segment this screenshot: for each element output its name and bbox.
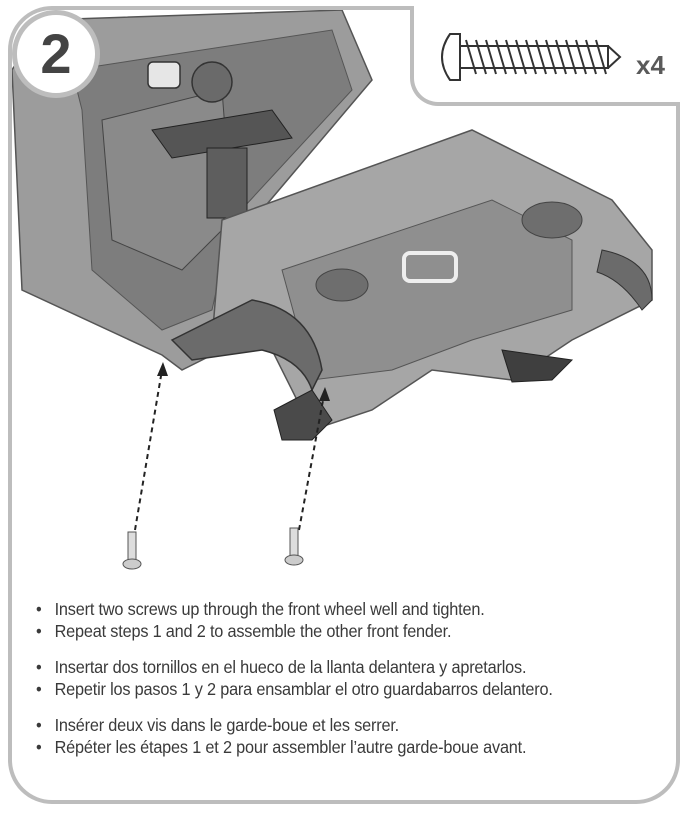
instructions-french: Insérer deux vis dans le garde-boue et l… [36,714,676,758]
right-arch [596,249,653,311]
motor-gear [191,61,233,103]
arrow-head-right [319,387,330,401]
list-item: Repetir los pasos 1 y 2 para ensamblar e… [36,678,631,700]
list-item: Répéter les étapes 1 et 2 pour assembler… [36,736,631,758]
screw-icon [441,33,622,81]
screw-path-arrow-right [298,394,325,531]
fender-assembly-illustration [12,10,653,570]
mounting-bracket [206,147,248,219]
instruction-text: Insert two screws up through the front w… [36,598,676,772]
dark-fender-arch [170,299,323,392]
list-item: Insérer deux vis dans le garde-boue et l… [36,714,631,736]
instructions-english: Insert two screws up through the front w… [36,598,676,642]
rear-bracket [501,349,574,383]
step-number-badge: 2 [12,10,100,98]
front-fender-inner [281,199,573,381]
motor-part [147,61,181,89]
handle-part [402,251,458,283]
list-item: Insertar dos tornillos en el hueco de la… [36,656,631,678]
mounting-plate [151,109,293,159]
fender-bracket [273,389,333,441]
steering-column-hole [315,268,369,302]
instructions-spanish: Insertar dos tornillos en el hueco de la… [36,656,676,700]
parts-callout: x4 [410,6,680,106]
quantity-label: x4 [636,50,665,80]
wheel-well-opening [521,201,583,239]
step-number: 2 [40,22,72,85]
list-item: Insert two screws up through the front w… [36,598,631,620]
arrow-head-left [157,362,168,376]
screw-right [284,527,304,566]
screw-left [122,531,142,570]
screw-path-arrow-left [134,369,163,531]
list-item: Repeat steps 1 and 2 to assemble the oth… [36,620,631,642]
